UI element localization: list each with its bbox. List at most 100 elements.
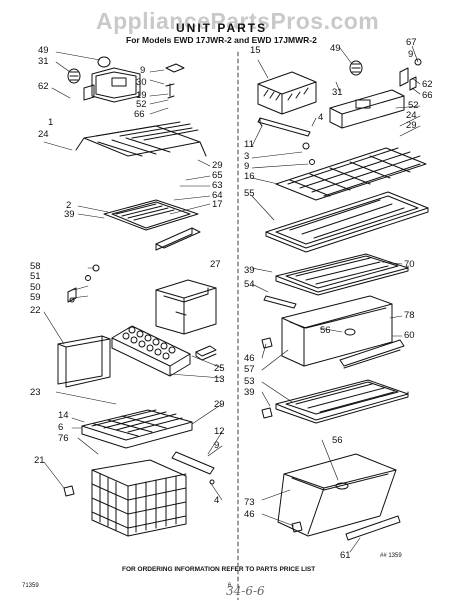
part-label: 3 [244,151,250,162]
control-housing-part [83,67,141,103]
part-label: 16 [244,171,255,182]
part-label: 58 [30,261,41,272]
part-label: 62 [422,79,433,90]
control-knob-part [67,56,111,84]
cross-bar-part [257,117,315,165]
watermark-text: AppliancePartsPros.com [96,8,380,34]
part-label: 6 [58,422,64,433]
part-label: 70 [404,259,415,270]
part-label: 39 [64,209,75,220]
meat-drawer-part [277,453,397,537]
part-label: 24 [406,110,417,121]
part-label: 49 [38,45,49,56]
diagram-title: UNIT PARTS [176,21,268,35]
rail-left-part [263,295,297,309]
part-label: 46 [244,353,255,364]
part-label: 64 [212,190,223,201]
part-label: 1 [48,117,54,128]
part-label: 9 [244,161,250,172]
part-label: 11 [244,139,254,150]
glass-shelf-part [103,199,199,231]
part-label: 29 [214,399,225,410]
cantilever-shelf-part [275,147,427,201]
part-label: 30 [136,77,147,88]
part-label: 21 [34,455,45,466]
shelf-trim-part [155,227,201,251]
part-label: 65 [212,170,223,181]
part-label: 9 [140,65,146,76]
wire-shelf-lower-part [81,409,193,449]
part-label: 2 [66,200,72,211]
page-number: 6 [228,583,232,589]
part-label: 50 [30,282,41,293]
part-label: 73 [244,497,255,508]
document-code: 71359 [22,583,39,589]
part-label: 49 [330,43,341,54]
figure-code: ## 1359 [380,553,402,559]
bracket-part [165,63,185,99]
part-label: 66 [422,90,433,101]
part-label: 59 [30,292,41,303]
crisper-cover-lower-part [275,379,409,424]
part-label: 31 [332,87,343,98]
leader-lines-left [43,51,223,501]
part-label: 63 [212,180,223,191]
part-label: 57 [244,364,255,375]
part-label: 46 [244,509,255,520]
storage-bin-part [57,335,111,388]
drawer-handle-part [345,515,401,541]
part-label: 14 [58,410,69,421]
crisper-drawer-part [281,295,393,367]
part-label: 53 [244,376,255,387]
part-label: 4 [318,112,324,123]
part-label: 66 [134,109,145,120]
part-label: 29 [406,120,417,131]
handwritten-note: 34-6-6 [226,584,265,598]
part-label: 67 [406,37,417,48]
part-label: 55 [244,188,255,199]
part-label: 9 [214,440,220,451]
part-label: 62 [38,81,49,92]
wire-shelf-part [75,121,207,157]
wire-basket-part [91,459,187,537]
part-label: 78 [404,310,415,321]
crisper-cover-part [275,253,409,296]
clip-lower-part [261,407,273,419]
part-label: 76 [58,433,69,444]
part-label: 12 [214,426,225,437]
dairy-bin-part [155,279,217,335]
part-label: 31 [38,56,49,67]
part-label: 51 [30,271,41,282]
egg-tray-part [111,325,191,377]
diagram-subtitle: For Models EWD 17JWR-2 and EWD 17JMWR-2 [126,35,317,45]
part-label: 13 [214,374,225,385]
part-label: 4 [214,495,220,506]
part-label: 19 [136,90,147,101]
part-label: 52 [408,100,419,111]
part-label: 24 [38,129,49,140]
part-label: 54 [244,279,255,290]
glass-shelf-right-part [265,191,429,253]
leader-lines-right [251,45,421,553]
part-label: 27 [210,259,221,270]
part-label: 23 [30,387,41,398]
part-label: 61 [340,550,351,561]
part-label: 56 [320,325,331,336]
part-label: 15 [250,45,261,56]
slide-rail-part [171,451,215,485]
drawer-trim-part [339,339,405,369]
part-label: 29 [212,160,223,171]
part-label: 39 [244,265,255,276]
small-cover-part [195,345,217,361]
butter-bin-part [257,71,317,115]
part-label: 39 [244,387,255,398]
clip-right-part [261,337,273,349]
ordering-note: FOR ORDERING INFORMATION REFER TO PARTS … [122,566,316,573]
clip-part [63,485,75,497]
control-panel-right-part [329,89,405,129]
part-label: 17 [212,199,223,210]
part-label: 9 [408,49,414,60]
clip-bottom-part [291,521,303,533]
part-label: 52 [136,99,147,110]
